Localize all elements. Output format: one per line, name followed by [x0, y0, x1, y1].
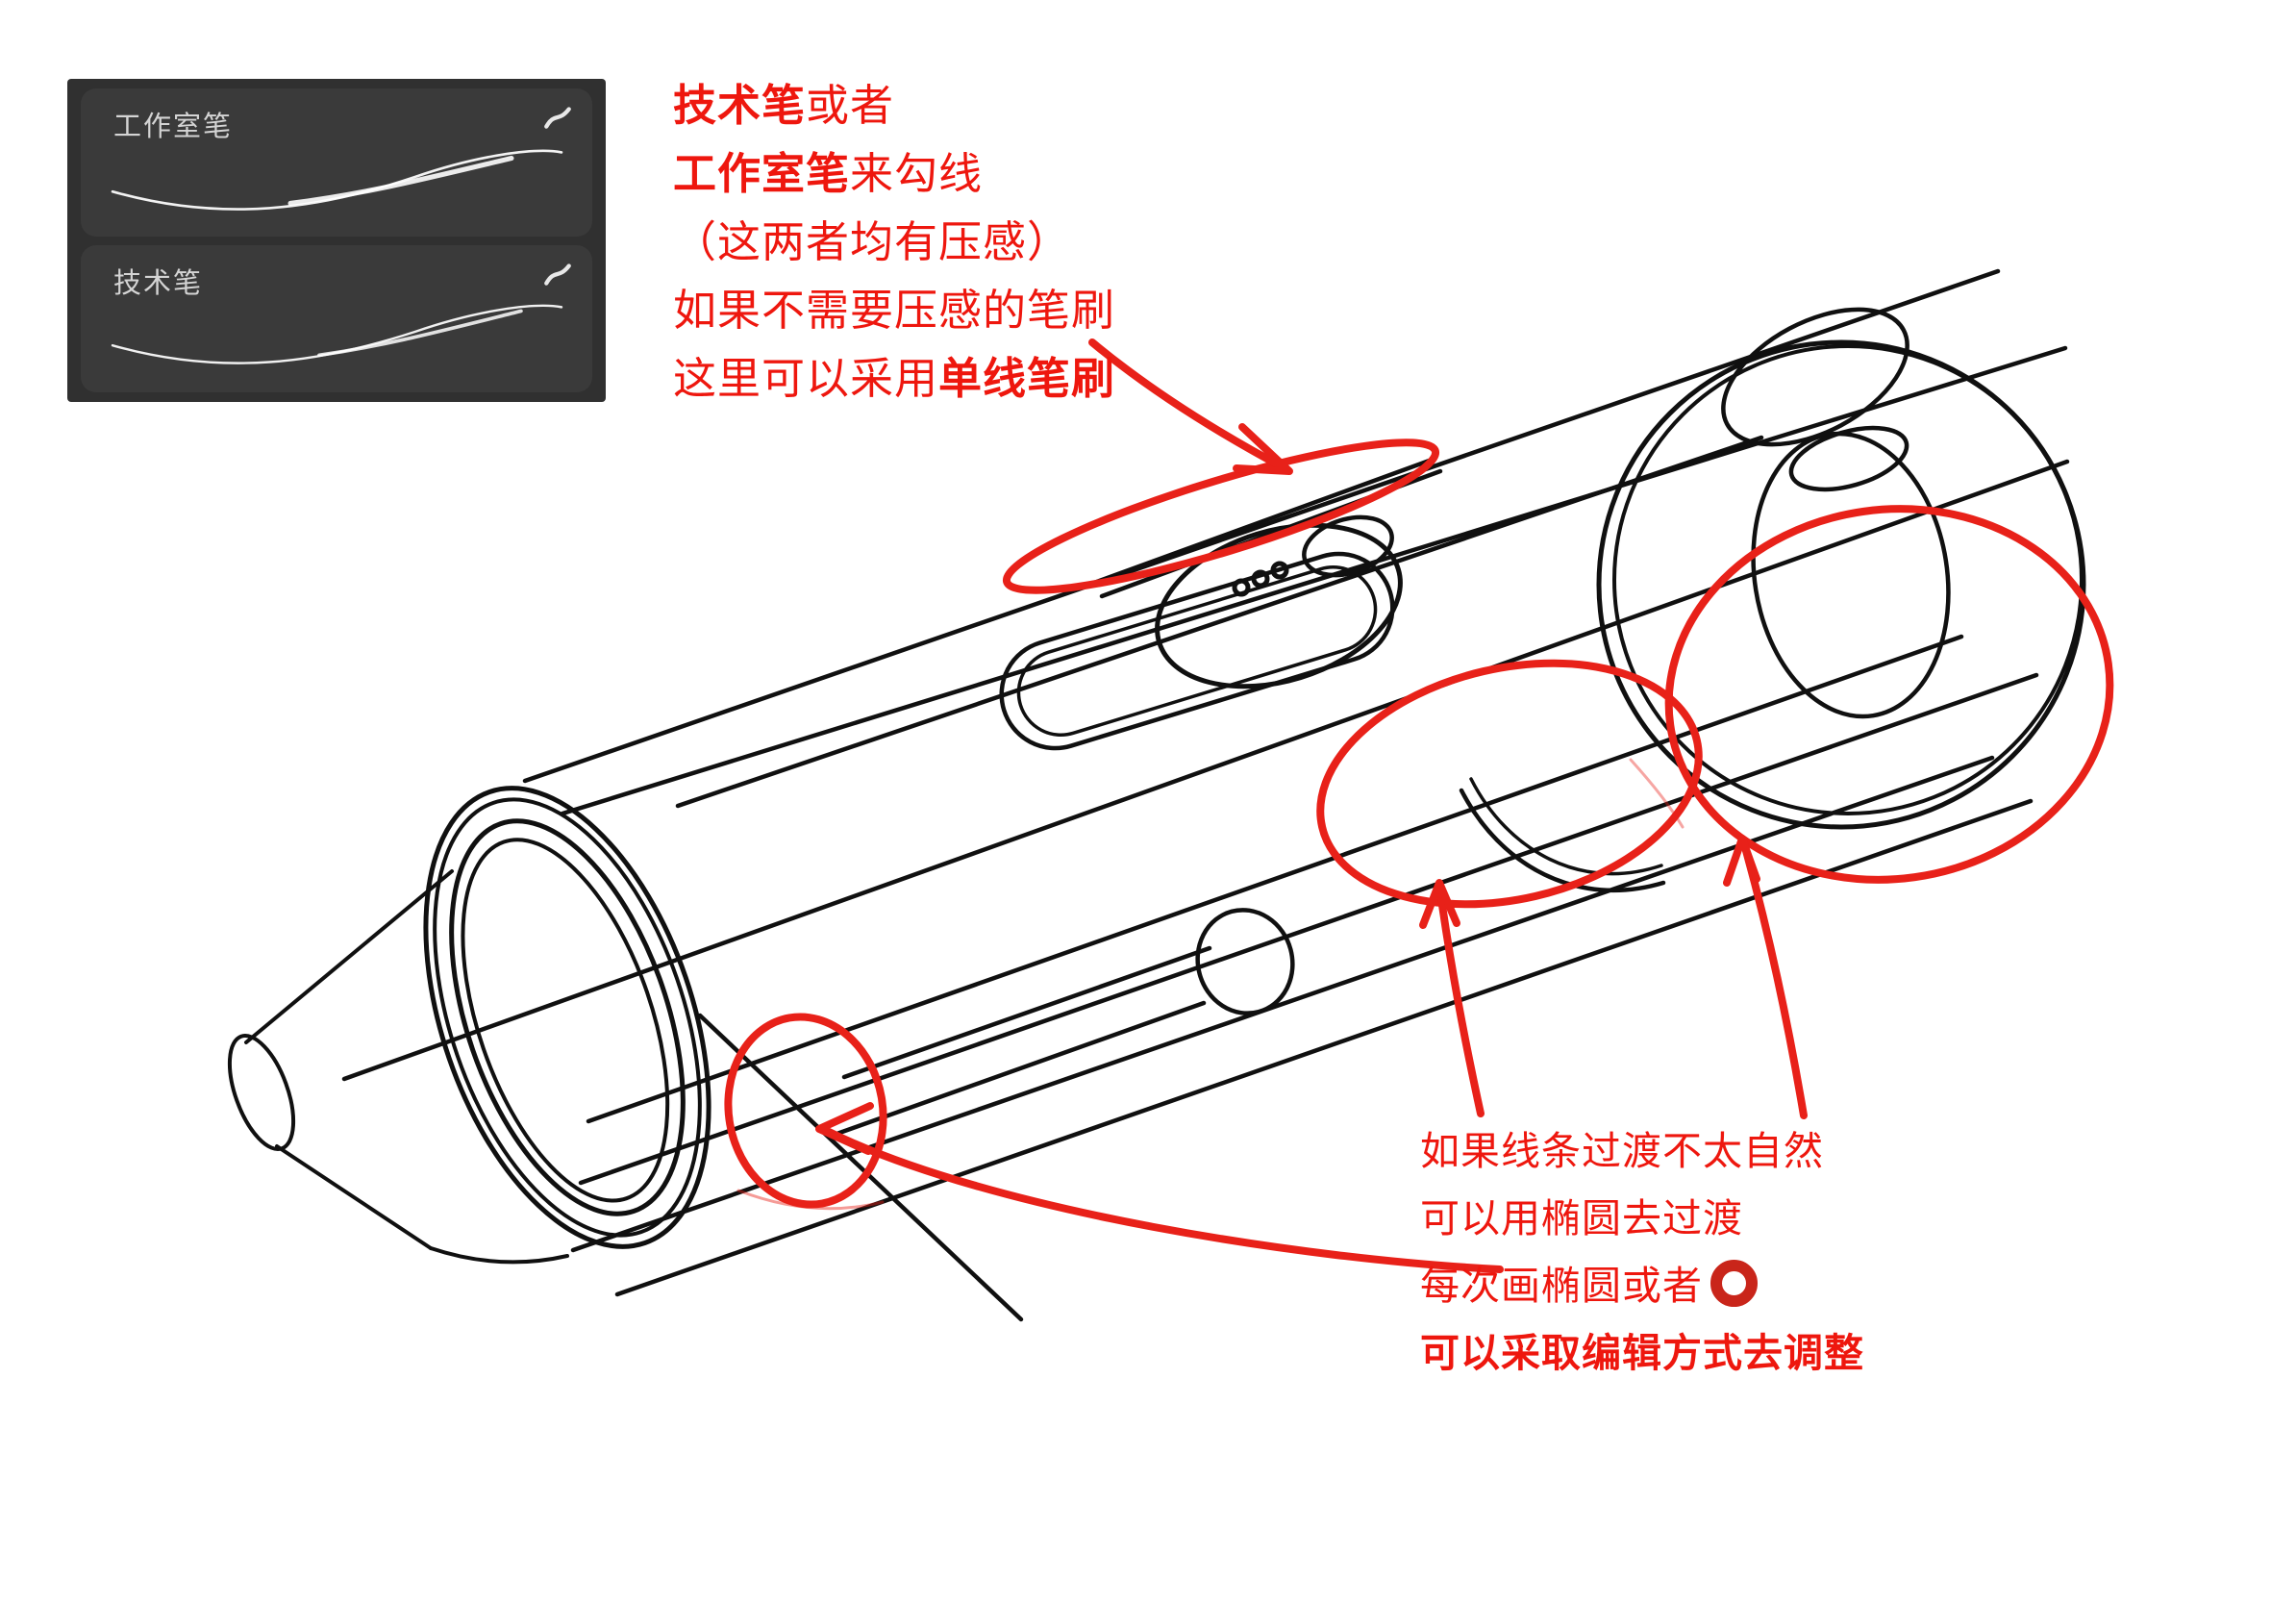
- nozzle-cone: [227, 869, 569, 1265]
- mid-slot: [826, 908, 1295, 1140]
- circle-icon: [1710, 1260, 1758, 1307]
- red-annotations: [724, 338, 2114, 1273]
- brush-stroke-preview: [98, 288, 579, 387]
- note-line: （这两者均有压感）: [673, 217, 1072, 266]
- brush-panel: 工作室笔 技术笔: [67, 79, 606, 402]
- vent-dot: [1251, 569, 1270, 589]
- vent-dot: [1232, 578, 1251, 597]
- section-curves: [1459, 777, 1666, 893]
- red-arrow-rear: [1723, 835, 1808, 1119]
- brush-row-studio-pen[interactable]: 工作室笔: [81, 88, 592, 237]
- note-line: 技术笔或者: [673, 81, 895, 130]
- rear-end: [1596, 307, 2086, 830]
- brush-stroke-preview: [98, 133, 579, 231]
- note-line: 如果不需要压感的笔刷: [673, 286, 1116, 335]
- red-highlight-button: [724, 1013, 887, 1209]
- vent-dot: [1270, 561, 1289, 580]
- body-lines: [341, 268, 2070, 1322]
- brush-stroke-icon: [542, 102, 573, 133]
- note-line: 可以用椭圆去过渡: [1420, 1196, 1743, 1241]
- note-line: 如果线条过渡不太自然: [1420, 1129, 1824, 1173]
- red-sketch-stray: [736, 1189, 885, 1211]
- red-arrow-button: [815, 1102, 1504, 1273]
- red-highlight-top-vent: [1002, 439, 1440, 594]
- note-top: 技术笔或者 工作室笔来勾线 （这两者均有压感） 如果不需要压感的笔刷 这里可以采…: [673, 71, 1115, 413]
- brush-stroke-icon: [542, 259, 573, 289]
- red-highlight-mid-section: [1316, 659, 1703, 909]
- red-sketch-stray: [1629, 758, 1685, 829]
- note-line: 可以采取编辑方式去调整: [1420, 1331, 1864, 1375]
- red-arrow-mid: [1419, 879, 1485, 1117]
- note-line: 工作室笔来勾线: [673, 149, 984, 198]
- brush-name: 工作室笔: [113, 112, 234, 142]
- red-arrow-top: [1088, 338, 1293, 475]
- note-bottom: 如果线条过渡不太自然 可以用椭圆去过渡 每次画椭圆或者 可以采取编辑方式去调整: [1420, 1117, 1864, 1387]
- front-rim: [423, 786, 711, 1249]
- brush-row-technical-pen[interactable]: 技术笔: [81, 244, 592, 392]
- red-highlight-rear: [1664, 505, 2114, 884]
- note-line: 这里可以采用单线笔刷: [673, 354, 1116, 403]
- brush-name: 技术笔: [113, 267, 204, 299]
- note-line: 每次画椭圆或者: [1420, 1252, 1864, 1319]
- top-vent: [999, 456, 1443, 751]
